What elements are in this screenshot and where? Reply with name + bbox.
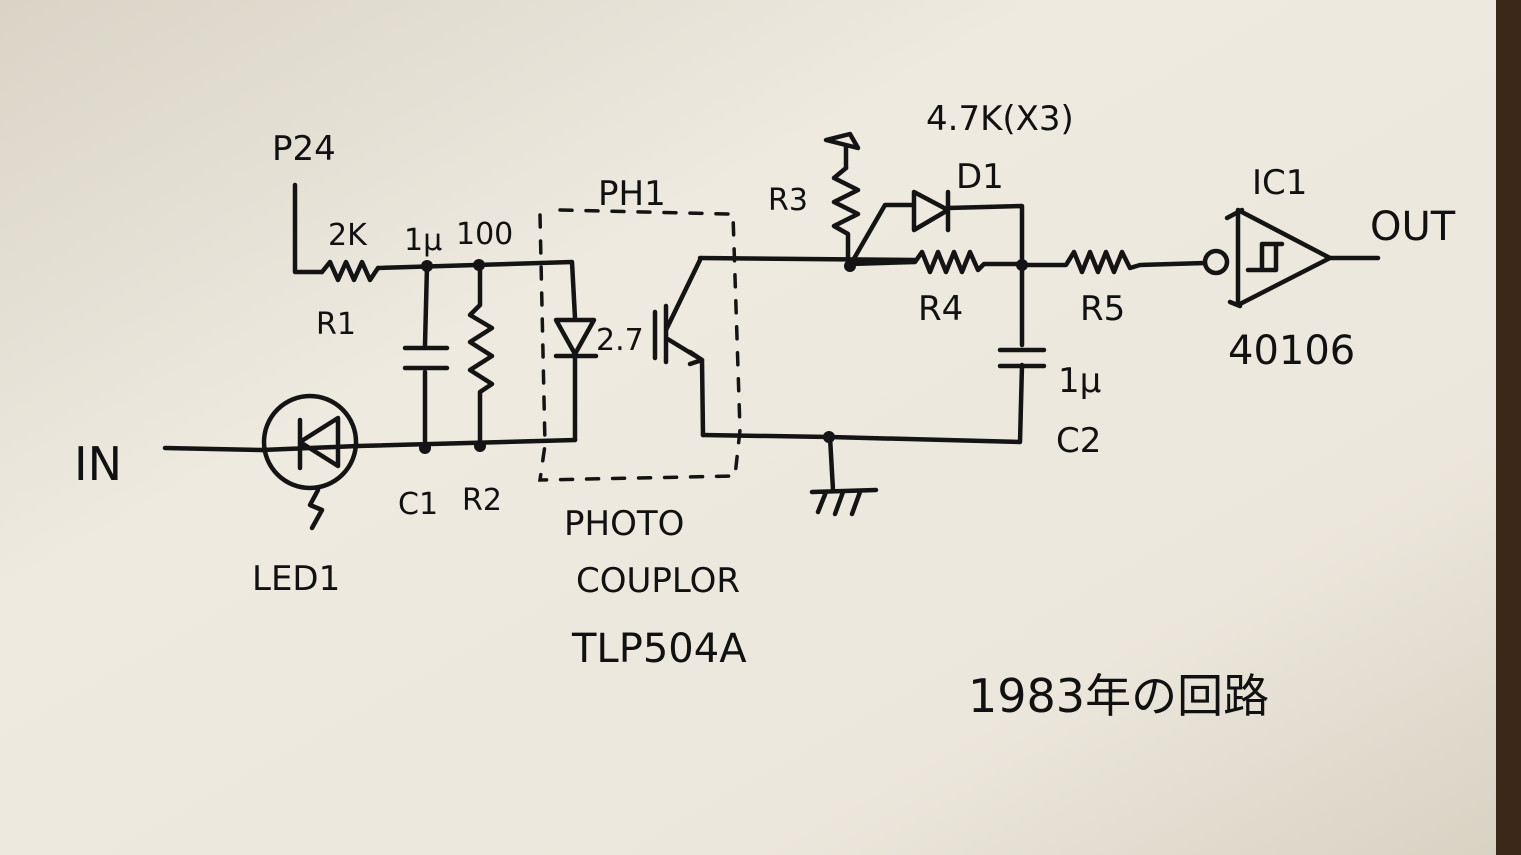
table-edge — [1496, 0, 1521, 855]
junction-dot — [419, 442, 431, 454]
led1-lead — [307, 487, 325, 531]
phototransistor — [652, 257, 706, 438]
ph1-name-label: PH1 — [598, 174, 666, 214]
ic1-buffer-triangle — [1224, 207, 1333, 309]
r1-value-label: 2K — [328, 218, 368, 253]
r3-supply-arrow — [823, 131, 861, 171]
labels: P24 2K R1 1μ 100 C1 R2 IN LED1 2.7 PH1 P… — [74, 99, 1456, 723]
r2-resistor — [467, 263, 495, 451]
coupler-part-label: TLP504A — [571, 626, 747, 672]
resistor-note-label: 4.7K(X3) — [926, 99, 1074, 139]
r5-name-label: R5 — [1080, 289, 1125, 329]
c1-name-label: C1 — [398, 487, 438, 522]
schmitt-symbol — [1245, 241, 1285, 273]
input-label: IN — [74, 437, 122, 491]
power-label: P24 — [272, 129, 336, 169]
r1-name-label: R1 — [316, 307, 356, 342]
r3-name-label: R3 — [768, 183, 808, 218]
coupler-line1-label: PHOTO — [564, 504, 684, 544]
r1-resistor — [319, 259, 381, 283]
c2-value-label: 1μ — [1058, 361, 1101, 401]
supply-wire — [292, 182, 325, 275]
c1-branch — [402, 263, 450, 451]
junction-dot — [474, 440, 486, 452]
coupler-led — [553, 317, 599, 443]
circuit-wiring — [162, 131, 1381, 531]
r4-resistor — [847, 249, 1025, 275]
r4-name-label: R4 — [918, 289, 963, 329]
bottom-rail-right — [700, 362, 1025, 445]
c2-name-label: C2 — [1056, 421, 1101, 461]
top-rail-right — [697, 255, 918, 263]
caption-label: 1983年の回路 — [968, 669, 1269, 723]
d1-name-label: D1 — [956, 157, 1004, 197]
ground-symbol — [809, 434, 879, 517]
junction-dot — [421, 260, 433, 272]
phototransistor-arrow — [687, 349, 705, 367]
bottom-rail-left — [162, 437, 578, 453]
output-label: OUT — [1370, 204, 1456, 250]
d1-diode — [849, 189, 1025, 265]
r3-resistor — [831, 165, 861, 268]
led1-symbol — [259, 415, 361, 471]
junction-dot — [473, 259, 485, 271]
c2-capacitor — [997, 262, 1047, 369]
ic1-inverter-bubble — [1202, 248, 1230, 276]
r2-value-label: 100 — [456, 217, 513, 252]
c1-value-label: 1μ — [404, 223, 442, 258]
coupler-line2-label: COUPLOR — [576, 561, 740, 601]
ic1-part-label: 40106 — [1228, 328, 1355, 374]
led1-name-label: LED1 — [252, 559, 340, 599]
r5-resistor — [1019, 249, 1208, 275]
led1-body — [261, 393, 359, 491]
led-value-label: 2.7 — [596, 323, 644, 358]
top-rail-left — [375, 259, 578, 321]
ic1-name-label: IC1 — [1252, 163, 1307, 203]
coupler-outline — [537, 208, 742, 482]
r2-name-label: R2 — [462, 483, 502, 518]
